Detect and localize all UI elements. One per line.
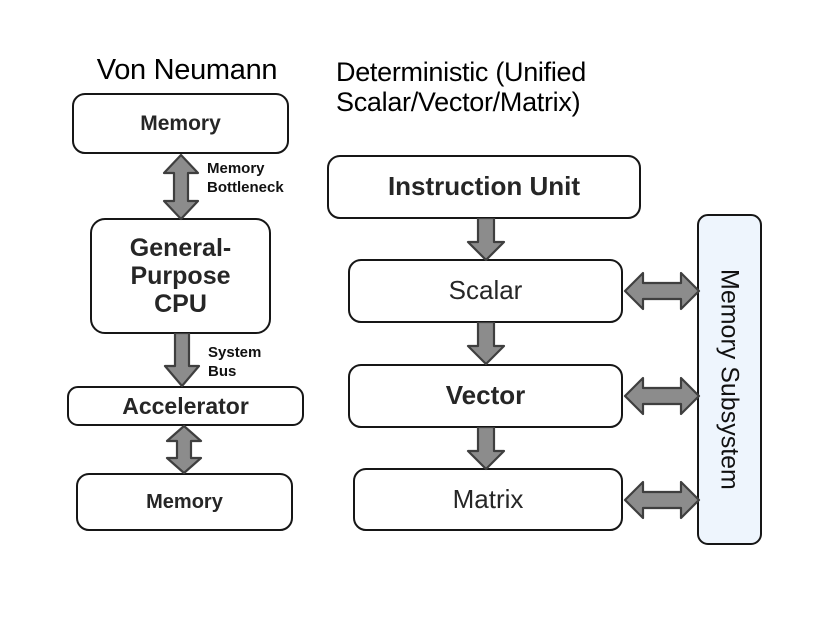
node-memory-subsystem[interactable]: Memory Subsystem xyxy=(697,214,762,545)
node-memory-subsystem-label: Memory Subsystem xyxy=(715,269,744,490)
left-column-title: Von Neumann xyxy=(96,54,278,86)
node-memory-top[interactable]: Memory xyxy=(72,93,289,154)
node-memory-bottom[interactable]: Memory xyxy=(76,473,293,531)
arrow-cpu-to-accelerator xyxy=(162,333,202,388)
node-matrix-label: Matrix xyxy=(452,483,524,514)
arrow-scalar-to-vector xyxy=(465,322,507,366)
node-matrix[interactable]: Matrix xyxy=(353,468,623,531)
node-general-purpose-cpu[interactable]: General- Purpose CPU xyxy=(90,218,271,334)
edge-label-system-bus: System Bus xyxy=(208,344,262,380)
node-memory-bottom-label: Memory xyxy=(146,490,223,513)
node-scalar[interactable]: Scalar xyxy=(348,259,623,323)
arrow-scalar-to-memory-subsystem xyxy=(623,267,701,315)
edge-label-memory-bottleneck: Memory Bottleneck xyxy=(207,160,284,196)
node-accelerator-label: Accelerator xyxy=(122,393,249,419)
arrow-memory-to-cpu xyxy=(160,153,202,221)
node-general-purpose-cpu-label: General- Purpose CPU xyxy=(129,233,232,319)
node-scalar-label: Scalar xyxy=(448,275,523,306)
right-column-title: Deterministic (Unified Scalar/Vector/Mat… xyxy=(336,57,666,117)
arrow-accelerator-to-memory xyxy=(163,425,205,475)
node-vector[interactable]: Vector xyxy=(348,364,623,428)
node-memory-top-label: Memory xyxy=(140,111,221,135)
arrow-instruction-unit-to-scalar xyxy=(465,218,507,262)
arrow-vector-to-memory-subsystem xyxy=(623,372,701,420)
right-column-title-line-2: Scalar/Vector/Matrix) xyxy=(336,87,581,118)
node-accelerator[interactable]: Accelerator xyxy=(67,386,304,426)
arrow-vector-to-matrix xyxy=(465,427,507,471)
node-instruction-unit-label: Instruction Unit xyxy=(387,171,581,202)
node-vector-label: Vector xyxy=(445,380,526,411)
right-column-title-line-1: Deterministic (Unified xyxy=(336,57,586,87)
node-instruction-unit[interactable]: Instruction Unit xyxy=(327,155,641,219)
arrow-matrix-to-memory-subsystem xyxy=(623,476,701,524)
